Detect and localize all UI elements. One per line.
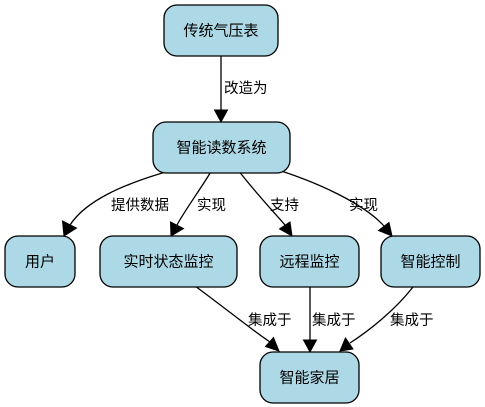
edge-label-system-to-realtime: 实现 bbox=[197, 197, 226, 214]
edge-label-realtime-to-home: 集成于 bbox=[248, 312, 292, 329]
node-label-realtime-monitoring: 实时状态监控 bbox=[123, 253, 213, 271]
node-label-smart-reading-system: 智能读数系统 bbox=[176, 139, 266, 157]
node-traditional-barometer: 传统气压表 bbox=[163, 4, 279, 57]
edge-label-remote-to-home: 集成于 bbox=[312, 312, 356, 329]
node-smart-reading-system: 智能读数系统 bbox=[152, 121, 291, 174]
node-realtime-monitoring: 实时状态监控 bbox=[99, 235, 238, 288]
edge-system-to-user: 提供数据 bbox=[61, 167, 181, 237]
edge-label-system-to-remote: 支持 bbox=[270, 197, 299, 214]
edge-label-system-to-control: 实现 bbox=[349, 197, 378, 214]
edge-barometer-to-system: 改造为 bbox=[213, 56, 268, 124]
node-label-user: 用户 bbox=[25, 253, 55, 271]
node-label-traditional-barometer: 传统气压表 bbox=[183, 22, 258, 40]
node-remote-monitoring: 远程监控 bbox=[259, 235, 360, 288]
edge-remote-to-home: 集成于 bbox=[302, 287, 356, 354]
edge-control-to-home: 集成于 bbox=[339, 286, 434, 352]
node-smart-control: 智能控制 bbox=[380, 235, 481, 288]
edge-label-barometer-to-system: 改造为 bbox=[224, 80, 268, 97]
edge-system-to-realtime: 实现 bbox=[169, 169, 226, 237]
edge-label-system-to-user: 提供数据 bbox=[111, 197, 169, 214]
edge-system-to-remote: 支持 bbox=[237, 169, 299, 237]
edge-label-control-to-home: 集成于 bbox=[390, 312, 434, 329]
node-user: 用户 bbox=[4, 235, 76, 288]
node-smart-home: 智能家居 bbox=[259, 351, 360, 404]
node-label-remote-monitoring: 远程监控 bbox=[279, 253, 339, 271]
edge-realtime-to-home: 集成于 bbox=[194, 285, 292, 352]
node-label-smart-control: 智能控制 bbox=[400, 253, 460, 271]
node-label-smart-home: 智能家居 bbox=[279, 369, 339, 387]
